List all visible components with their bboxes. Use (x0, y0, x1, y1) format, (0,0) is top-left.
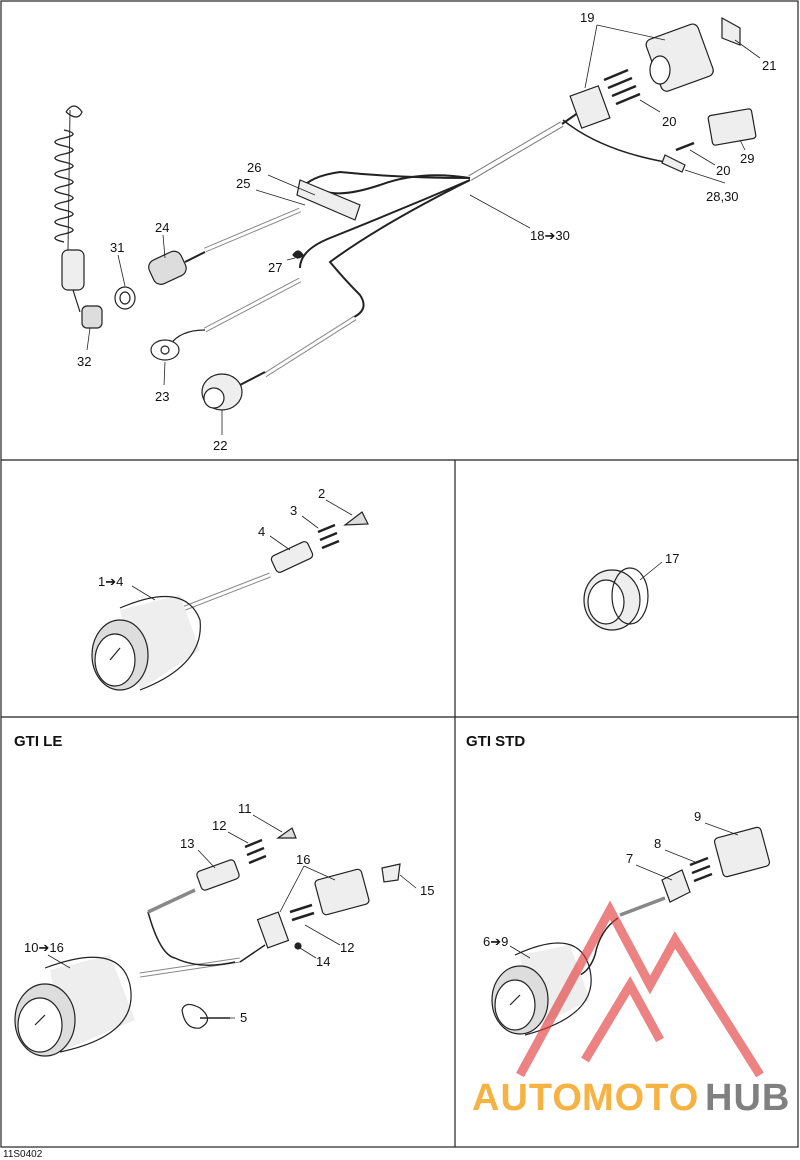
panel1-leaders (86, 24, 761, 435)
callout-20-bottom: 20 (716, 163, 730, 178)
callout-18-30: 18➔30 (530, 228, 570, 243)
panel-wiring-harness (54, 16, 757, 411)
callout-24: 24 (155, 220, 169, 235)
callout-12-top: 12 (212, 818, 226, 833)
callout-12-bottom: 12 (340, 940, 354, 955)
figure-reference-code: 11S0402 (3, 1149, 43, 1160)
callout-9: 9 (694, 809, 701, 824)
panel4-leaders (47, 814, 417, 1019)
panel2-leaders (131, 499, 353, 601)
callout-25: 25 (236, 176, 250, 191)
panel3-leaders (639, 561, 663, 581)
watermark-text-auto: AUTO (472, 1077, 583, 1119)
callout-13: 13 (180, 836, 194, 851)
callout-3: 3 (290, 503, 297, 518)
callout-20-top: 20 (662, 114, 676, 129)
watermark-text-hub: HUB (705, 1077, 790, 1119)
callout-8: 8 (654, 836, 661, 851)
callout-28-30: 28,30 (706, 189, 739, 204)
panel-gti-std (491, 826, 771, 1036)
callout-6-9: 6➔9 (483, 934, 508, 949)
panel-gti-le (14, 827, 401, 1057)
callout-17: 17 (665, 551, 679, 566)
watermark-logo-icon (516, 900, 764, 1078)
callout-19: 19 (580, 10, 594, 25)
callout-14: 14 (316, 954, 330, 969)
watermark: AUTO MOTO HUB (472, 900, 790, 1119)
callout-23: 23 (155, 389, 169, 404)
callout-5: 5 (240, 1010, 247, 1025)
callout-29: 29 (740, 151, 754, 166)
watermark-text-moto: MOTO (582, 1077, 699, 1119)
panel-title-gti-le: GTI LE (14, 733, 62, 750)
callout-10-16: 10➔16 (24, 940, 64, 955)
callout-7: 7 (626, 851, 633, 866)
callout-2: 2 (318, 486, 325, 501)
callout-22: 22 (213, 438, 227, 453)
callout-27: 27 (268, 260, 282, 275)
callout-26: 26 (247, 160, 261, 175)
callout-1-4: 1➔4 (98, 574, 123, 589)
callout-21: 21 (762, 58, 776, 73)
panel-title-gti-std: GTI STD (466, 733, 525, 750)
panel-ring (583, 567, 649, 631)
callout-31: 31 (110, 240, 124, 255)
callout-16: 16 (296, 852, 310, 867)
panel-gauge-assembly (91, 511, 369, 691)
callout-11: 11 (238, 801, 252, 816)
callout-15: 15 (420, 883, 434, 898)
callout-labels: 19 21 20 20 29 28,30 18➔30 26 25 24 31 2… (3, 10, 776, 1160)
callout-32: 32 (77, 354, 91, 369)
panel5-leaders (509, 822, 739, 959)
callout-4: 4 (258, 524, 265, 539)
